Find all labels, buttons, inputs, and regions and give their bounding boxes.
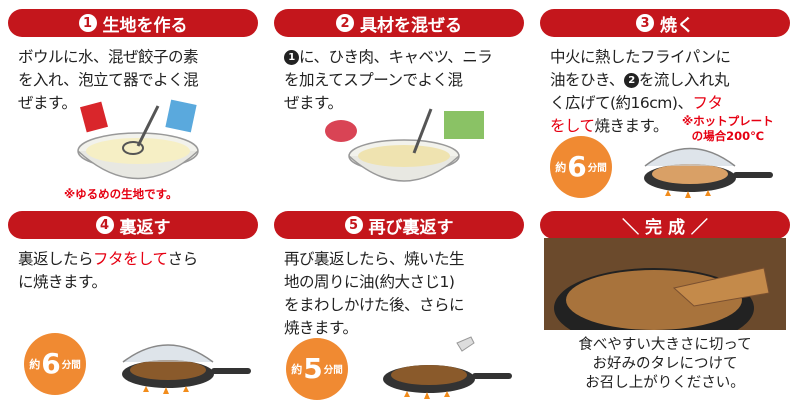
pan-handle-icon — [472, 373, 512, 379]
step-3-text-a: 中火に熱したフライパンに 油をひき、 — [550, 48, 731, 89]
finished-okonomiyaki-photo — [544, 238, 786, 330]
time-minutes: 5 — [303, 352, 323, 385]
lid-icon — [122, 344, 214, 363]
step-5-text: 再び裏返したら、焼いた生 地の周りに油(約大さじ1) をまわしかけた後、さらに … — [284, 250, 465, 337]
step-3-note-line-1: ※ホットプレート — [682, 114, 774, 128]
step-1-header: 1 生地を作る — [8, 9, 258, 37]
step-4-text: 裏返したらフタをしてさら に焼きます。 — [18, 248, 254, 294]
mixing-bowl-illustration — [77, 99, 199, 180]
step-2-text-body: に、ひき肉、キャベツ、ニラ を加えてスプーンでよく混 ぜます。 — [284, 48, 493, 112]
step-3-text-red: フタ をして — [550, 94, 723, 135]
time-minutes: 6 — [41, 347, 61, 380]
step-3-header: 3 焼く — [540, 9, 790, 37]
time-suffix: 分間 — [323, 365, 343, 376]
finished-panel: ＼ 完 成 ／ 食べやすい大きさに切って お好みのタレにつけて お召し上がりくだ… — [540, 208, 790, 408]
step-title: 裏返す — [119, 217, 171, 238]
step-3-note-line-2: の場合200℃ — [691, 129, 765, 143]
time-suffix: 分間 — [61, 360, 81, 371]
frying-pan-with-lid-illustration — [644, 147, 773, 198]
step-4-text-b: さら に焼きます。 — [18, 250, 198, 291]
whisk-icon — [136, 105, 160, 147]
pan-handle-icon — [211, 368, 251, 374]
time-prefix: 約 — [291, 363, 303, 376]
step-1-panel: 1 生地を作る ボウルに水、混ぜ餃子の素 を入れ、泡立て器でよく混 ぜます。 ※… — [8, 6, 258, 206]
spoon-icon — [412, 108, 433, 154]
pan-handle-icon — [733, 172, 773, 178]
step-title: 再び裏返す — [368, 217, 454, 238]
time-minutes: 6 — [567, 150, 587, 183]
finished-header: ＼ 完 成 ／ — [540, 211, 790, 239]
step-ref-badge: 1 — [284, 50, 299, 65]
oil-spoon-icon — [456, 336, 475, 352]
time-prefix: 約 — [555, 161, 567, 174]
frying-pan-with-lid-illustration — [122, 344, 251, 394]
water-icon — [165, 99, 197, 133]
step-3-text-c: 焼きます。 — [594, 117, 669, 135]
step-number: 2 — [336, 14, 354, 32]
step-title: 焼く — [660, 15, 694, 36]
step-2-header: 2 具材を混ぜる — [274, 9, 524, 37]
ingredient-bowl-illustration — [325, 108, 484, 182]
step-4-text-red: フタをして — [93, 250, 168, 268]
dumpling-mix-packet-icon — [80, 101, 108, 133]
step-1-text: ボウルに水、混ぜ餃子の素 を入れ、泡立て器でよく混 ぜます。 — [18, 48, 199, 112]
flame-icon — [665, 190, 711, 198]
cabbage-chive-icon — [444, 111, 484, 139]
step-title: 具材を混ぜる — [360, 15, 462, 36]
time-suffix: 分間 — [587, 163, 607, 174]
step-3-text-b: を流し入れ丸 く広げて(約16cm)、 — [550, 71, 729, 112]
step-number: 4 — [95, 216, 114, 234]
frying-pan-oil-illustration — [383, 336, 512, 399]
step-title: 生地を作る — [102, 15, 188, 36]
flame-icon — [143, 386, 189, 394]
step-number: 1 — [78, 14, 97, 32]
flame-icon — [404, 391, 450, 399]
step-number: 5 — [344, 216, 363, 234]
step-number: 3 — [636, 14, 654, 32]
step-4-text-a: 裏返したら — [18, 250, 94, 268]
ground-meat-icon — [325, 120, 357, 142]
finished-text: 食べやすい大きさに切って お好みのタレにつけて お召し上がりください。 — [578, 337, 752, 391]
step-5-panel: 5 再び裏返す 再び裏返したら、焼いた生 地の周りに油(約大さじ1) をまわしか… — [274, 208, 524, 408]
step-5-header: 5 再び裏返す — [274, 211, 524, 239]
step-title: ＼ 完 成 ／ — [622, 217, 708, 238]
step-3-note: ※ホットプレート の場合200℃ — [682, 114, 774, 144]
step-4-header: 4 裏返す — [8, 211, 258, 239]
lid-icon — [644, 147, 736, 167]
time-prefix: 約 — [29, 358, 41, 371]
step-ref-badge: 2 — [623, 73, 639, 88]
step-1-note: ※ゆるめの生地です。 — [64, 187, 178, 201]
